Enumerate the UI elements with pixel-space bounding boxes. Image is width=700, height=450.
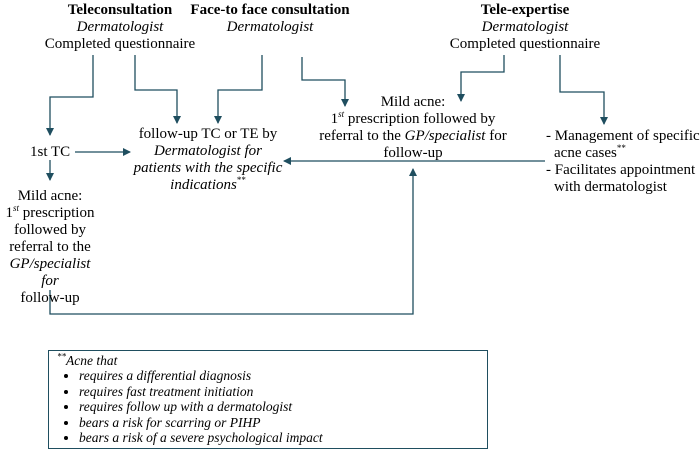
management-block: - Management of specific acne cases** - … <box>546 128 700 196</box>
mild-acne-left-line6: follow-up <box>20 290 80 306</box>
followup-line1: follow-up TC or TE by <box>138 126 278 142</box>
face-to-face-block: Face-to face consultation Dermatologist <box>190 2 350 36</box>
mild-acne-right-line2b: prescription followed by <box>344 111 496 127</box>
arrow-f2f-to-followup <box>214 55 263 124</box>
arrow-tc-to-followup <box>134 55 181 124</box>
management-line3: - Facilitates appointment <box>546 162 696 178</box>
legend-list: requires a differential diagnosis requir… <box>57 368 479 446</box>
mild-acne-right-line2a: 1 <box>330 111 339 127</box>
legend-title-marker: ** <box>57 351 66 362</box>
legend-item: bears a risk of a severe psychological i… <box>79 430 479 446</box>
legend-item: requires fast treatment initiation <box>79 384 479 400</box>
followup-block: follow-up TC or TE by Dermatologist for … <box>128 126 288 194</box>
management-line2sup: ** <box>616 143 626 153</box>
face-to-face-role: Dermatologist <box>226 19 314 35</box>
followup-line2: Dermatologist for <box>154 143 262 159</box>
mild-acne-right-line2sup: st <box>338 109 345 119</box>
mild-acne-left-line2a: 1 <box>5 205 14 221</box>
mild-acne-left-line3: followed by <box>13 222 87 238</box>
mild-acne-left-line2sup: st <box>13 203 20 213</box>
legend-title: **Acne that <box>57 351 479 368</box>
teleconsultation-role: Dermatologist <box>76 19 164 35</box>
mild-acne-right-line3c: for <box>485 128 507 144</box>
face-to-face-title: Face-to face consultation <box>190 2 350 18</box>
legend-item: bears a risk for scarring or PIHP <box>79 415 479 431</box>
management-line1: - Management of specific <box>546 128 700 144</box>
teleconsultation-title: Teleconsultation <box>67 2 173 18</box>
mild-acne-left-line4: referral to the <box>9 239 91 255</box>
mild-acne-right-block: Mild acne: 1st prescription followed by … <box>318 94 508 162</box>
legend-box: **Acne that requires a differential diag… <box>48 350 488 449</box>
followup-marker: ** <box>236 175 246 185</box>
management-line4: with dermatologist <box>554 179 667 195</box>
legend-item: requires follow up with a dermatologist <box>79 399 479 415</box>
arrow-te-to-mild-acne-right <box>457 55 505 102</box>
legend-item: requires a differential diagnosis <box>79 368 479 384</box>
mild-acne-right-line4: follow-up <box>383 145 443 161</box>
followup-line4: indications <box>170 177 237 193</box>
arrow-te-to-management <box>559 55 608 125</box>
tele-expertise-title: Tele-expertise <box>480 2 570 18</box>
mild-acne-right-line3a: referral to the <box>319 128 405 144</box>
followup-line3: patients with the specific <box>133 160 283 176</box>
tele-expertise-block: Tele-expertise Dermatologist Completed q… <box>430 2 620 53</box>
legend-title-text: Acne that <box>66 353 118 368</box>
mild-acne-left-line2b: prescription <box>19 205 95 221</box>
mild-acne-left-block: Mild acne: 1st prescription followed by … <box>2 188 98 307</box>
teleconsultation-block: Teleconsultation Dermatologist Completed… <box>25 2 215 53</box>
tele-expertise-role: Dermatologist <box>481 19 569 35</box>
tele-expertise-item: Completed questionnaire <box>449 36 601 52</box>
arrow-tc-to-first-tc <box>46 55 94 136</box>
first-tc-label: 1st TC <box>30 144 71 160</box>
mild-acne-left-line1: Mild acne: <box>17 188 83 204</box>
arrow-loop-back <box>49 168 417 315</box>
mild-acne-left-line5: GP/specialist for <box>9 256 91 289</box>
arrow-f2f-to-mild-acne-right <box>301 57 349 107</box>
mild-acne-right-line3b: GP/specialist <box>404 128 486 144</box>
mild-acne-right-line1: Mild acne: <box>380 94 446 110</box>
management-line2: acne cases <box>554 145 617 161</box>
teleconsultation-item: Completed questionnaire <box>44 36 196 52</box>
